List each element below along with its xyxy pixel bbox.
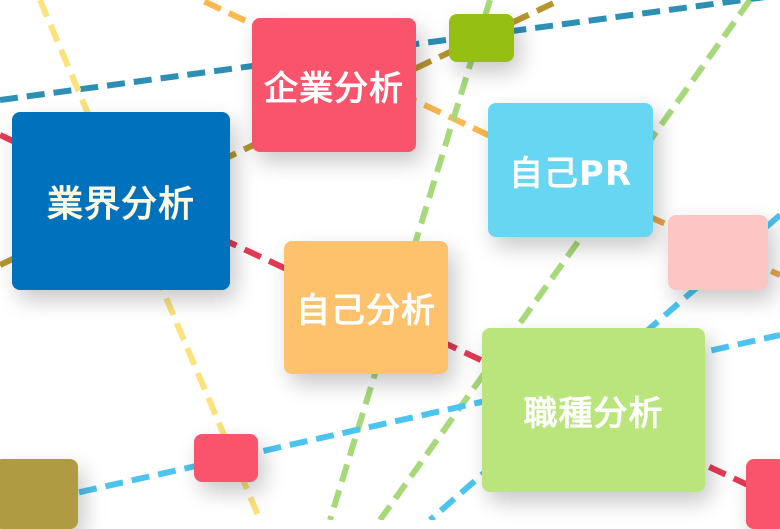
node-small-red-right [746, 459, 780, 529]
node-small-red [194, 434, 258, 482]
node-label: 企業分析 [264, 68, 404, 109]
node-small-olive [0, 459, 78, 529]
node-gyokai: 業界分析 [12, 112, 230, 290]
node-shokushu: 職種分析 [482, 328, 705, 492]
node-small-pink [668, 215, 768, 290]
node-kigyo: 企業分析 [252, 18, 416, 152]
node-label: 自己分析 [296, 291, 436, 331]
node-label: 業界分析 [46, 184, 195, 225]
node-jiko: 自己分析 [284, 241, 448, 374]
node-small-green [449, 14, 514, 62]
dashed-connector-line [194, 0, 522, 153]
node-jikopr: 自己PR [488, 103, 653, 237]
node-label: 自己PR [508, 153, 633, 194]
node-label: 職種分析 [523, 393, 664, 434]
